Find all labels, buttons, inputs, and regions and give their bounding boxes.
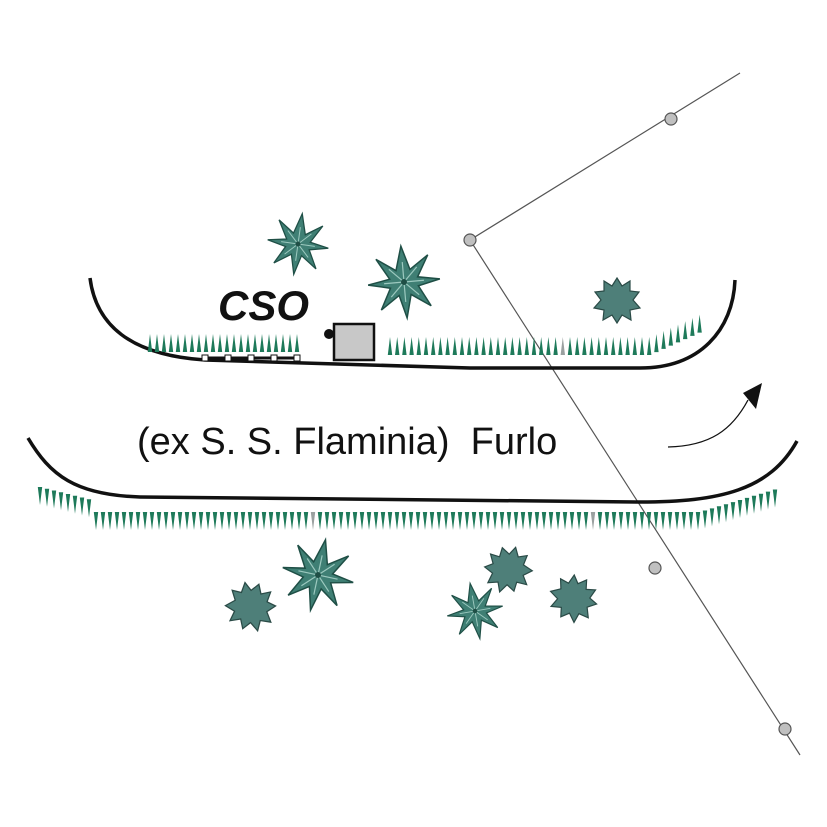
- shrub-icon: [479, 541, 537, 598]
- tree-icon: [441, 577, 509, 645]
- site-label: CSO: [218, 282, 309, 329]
- station-icon: [324, 322, 376, 362]
- tree-icon: [274, 531, 362, 619]
- tree-icon: [262, 208, 334, 280]
- shrub-icon: [593, 277, 641, 324]
- pole-icon: [463, 233, 477, 247]
- pole-icon: [664, 112, 678, 126]
- shrub-icon: [541, 566, 607, 631]
- grass-strip-lower: [37, 487, 778, 530]
- fence: [201, 354, 301, 362]
- arrow-icon: [667, 383, 762, 448]
- pole-icon: [778, 722, 792, 736]
- road-edge-upper: [88, 277, 737, 370]
- grass-strip-upper-right: [387, 314, 702, 355]
- pole-icon: [648, 561, 662, 575]
- road-label: (ex S. S. Flaminia) Furlo: [137, 421, 557, 463]
- power-line: [469, 72, 801, 756]
- shrub-icon: [219, 575, 283, 638]
- tree-icon: [364, 242, 444, 322]
- road-edge-lower: [26, 437, 799, 504]
- grass-strip-upper-left: [147, 334, 300, 352]
